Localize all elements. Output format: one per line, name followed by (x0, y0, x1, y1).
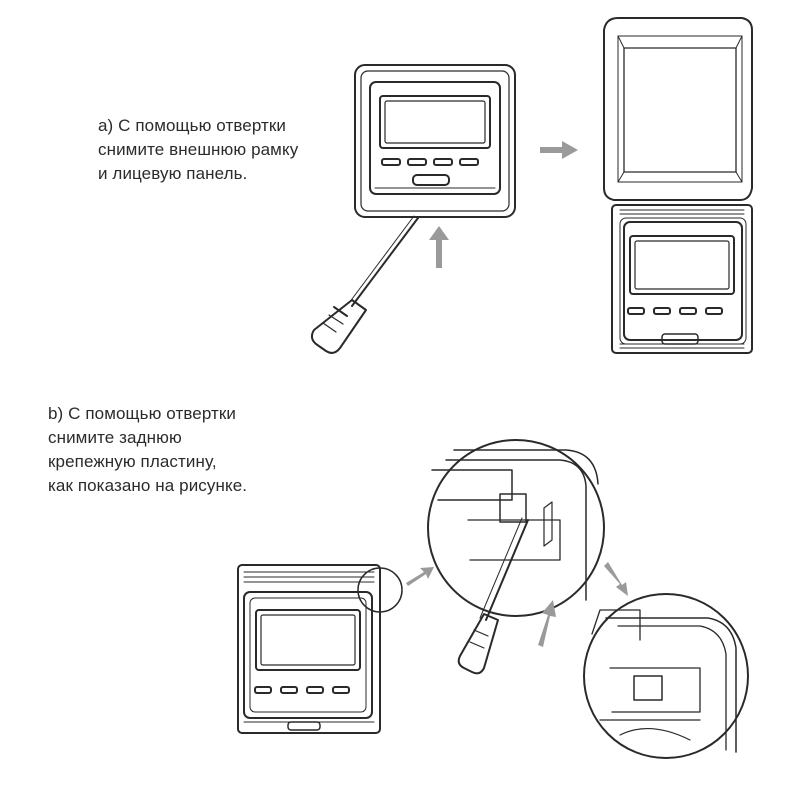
outer-frame-removed (603, 17, 753, 201)
step-b-line-3: крепежную пластину, (48, 452, 217, 471)
step-a-line-2: снимите внешнюю рамку (98, 140, 299, 159)
step-a-line-3: и лицевую панель. (98, 164, 248, 183)
detail-circle-2 (583, 593, 749, 759)
thermostat-inner-module (611, 204, 753, 354)
step-b-line-2: снимите заднюю (48, 428, 182, 447)
arrow-to-detail (406, 567, 434, 586)
arrow-right-step-a (540, 141, 578, 159)
arrow-down-right (604, 562, 628, 596)
screwdriver-step-a (310, 215, 419, 354)
arrow-up-step-a (429, 226, 449, 268)
arrow-up-detail (538, 600, 556, 647)
thermostat-module-step-b (237, 564, 403, 734)
step-a-instruction: a) С помощью отвертки снимите внешнюю ра… (98, 114, 298, 186)
step-b-line-1: b) С помощью отвертки (48, 404, 237, 423)
step-a-line-1: a) С помощью отвертки (98, 116, 287, 135)
step-b-instruction: b) С помощью отвертки снимите заднюю кре… (48, 402, 247, 498)
thermostat-front-assembled (354, 64, 516, 218)
detail-circle-1 (427, 439, 605, 675)
step-b-line-4: как показано на рисунке. (48, 476, 248, 495)
